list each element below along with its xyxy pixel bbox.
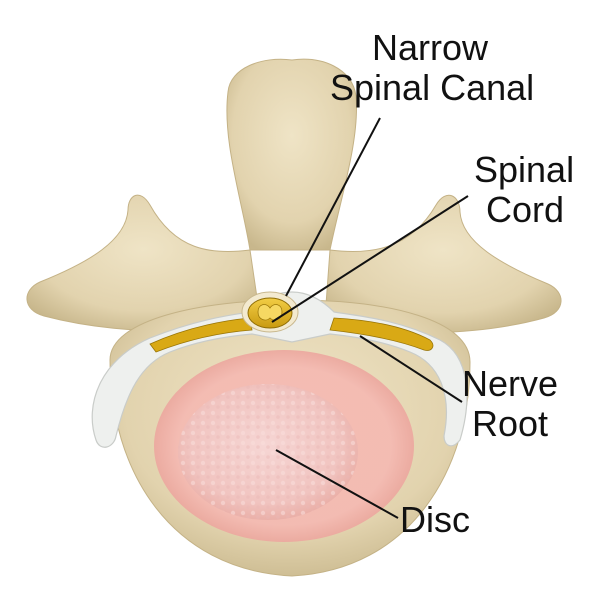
label-nerve-root: Nerve Root bbox=[462, 364, 558, 444]
leader-line-narrow-canal bbox=[285, 117, 381, 297]
label-cord-line2: Cord bbox=[486, 189, 565, 230]
label-nerve-line1: Nerve bbox=[462, 363, 559, 404]
spinous-process bbox=[226, 58, 358, 251]
label-nerve-line2: Root bbox=[472, 403, 549, 444]
label-narrow-line1: Narrow bbox=[372, 27, 489, 68]
disc-nucleus-texture bbox=[178, 384, 358, 520]
label-spinal-cord: Spinal Cord bbox=[474, 150, 574, 230]
label-disc: Disc bbox=[400, 499, 470, 540]
spinal-cord-gray-matter bbox=[257, 304, 283, 321]
right-nerve-root bbox=[329, 317, 434, 351]
label-cord-line1: Spinal bbox=[474, 149, 575, 190]
leader-line-spinal-cord bbox=[271, 195, 469, 323]
left-transverse-process bbox=[26, 194, 261, 331]
leader-line-nerve-root bbox=[359, 335, 463, 403]
leader-line-disc bbox=[275, 449, 399, 519]
label-narrow-spinal-canal: Narrow Spinal Canal bbox=[330, 28, 534, 108]
label-narrow-line2: Spinal Canal bbox=[330, 67, 535, 108]
